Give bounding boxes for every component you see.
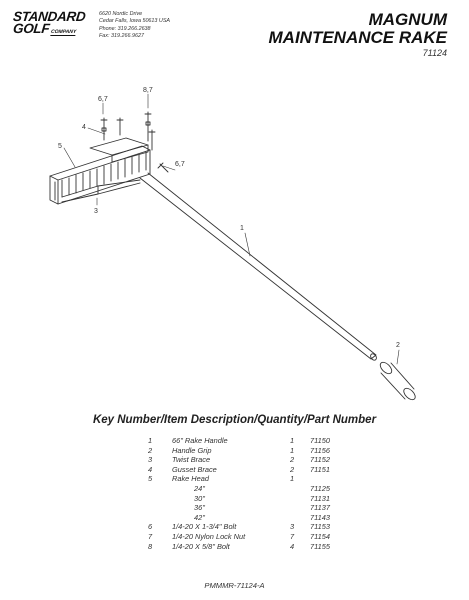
part-number: 71137: [310, 503, 331, 513]
part-description: Rake Head: [172, 474, 209, 484]
part-description: 1/4-20 X 1-3/4" Bolt: [172, 522, 237, 532]
part-number: 71150: [310, 436, 331, 445]
part-key: [148, 484, 172, 494]
parts-row: 7 1/4-20 Nylon Lock Nut 7 71154: [148, 532, 350, 542]
title-line-1: MAGNUM: [368, 10, 447, 29]
gusset-brace-drawing: [89, 137, 149, 163]
parts-row: 30" 71131: [148, 494, 350, 504]
part-key: [148, 503, 172, 513]
part-key: [148, 513, 172, 523]
part-key: 6: [148, 522, 153, 532]
part-key: [148, 494, 172, 504]
part-quantity: [290, 513, 310, 523]
part-number: 71153: [310, 522, 331, 532]
part-key: 2: [148, 445, 153, 455]
part-quantity: 7: [290, 531, 295, 541]
parts-row: 42" 71143: [148, 513, 350, 523]
parts-row: 8 1/4-20 X 5/8" Bolt 4 71155: [148, 542, 350, 552]
parts-row: 2 Handle Grip 1 71156: [148, 446, 350, 456]
callout-1: 1: [240, 225, 244, 232]
address-phone: Phone: 319.266.2638: [99, 25, 151, 32]
rake-head-drawing: [49, 145, 151, 205]
part-description: Gusset Brace: [172, 464, 217, 474]
callout-5: 5: [58, 143, 62, 150]
callout-4: 4: [82, 124, 86, 131]
document-title: MAGNUM MAINTENANCE RAKE 71124: [268, 10, 448, 59]
part-key: 1: [148, 436, 153, 445]
parts-row: 3 Twist Brace 2 71152: [148, 455, 350, 465]
part-key: 4: [148, 464, 153, 474]
rake-handle-drawing: [139, 172, 377, 361]
parts-row: 1 66" Rake Handle 1 71150: [148, 436, 350, 446]
parts-row: 36" 71137: [148, 503, 350, 513]
part-quantity: 3: [290, 522, 295, 532]
part-quantity: [290, 494, 310, 504]
part-number: 71131: [310, 493, 331, 503]
part-description: 42": [194, 512, 205, 522]
part-quantity: 1: [290, 474, 295, 484]
part-description: 24": [194, 483, 205, 493]
address-city: Cedar Falls, Iowa 50613 USA: [99, 18, 171, 25]
company-address: 6620 Nordic Drive Cedar Falls, Iowa 5061…: [99, 11, 170, 40]
part-description: 30": [194, 493, 205, 503]
part-quantity: 1: [290, 436, 295, 445]
callout-leaders: [63, 93, 400, 365]
callout-8-7: 8,7: [143, 87, 153, 94]
handle-grip-drawing: [379, 361, 416, 401]
rake-exploded-diagram: 1 2 3 4 5 6,7 8,7 6,7: [49, 87, 416, 401]
part-quantity: [290, 484, 310, 494]
callout-3: 3: [94, 208, 98, 215]
callout-6-7-top: 6,7: [98, 96, 108, 103]
part-number: 71143: [310, 512, 331, 522]
twist-brace-drawing: [61, 179, 141, 203]
part-description: 36": [194, 503, 205, 513]
callout-6-7-right: 6,7: [175, 161, 185, 168]
address-street: 6620 Nordic Drive: [99, 11, 143, 17]
parts-list-body: 1 66" Rake Handle 1 71150 2 Handle Grip 1 71156…: [148, 436, 350, 551]
part-description: Handle Grip: [172, 445, 212, 455]
parts-row: 6 1/4-20 X 1-3/4" Bolt 3 71153: [148, 522, 350, 532]
part-key: 7: [148, 531, 153, 541]
part-description: 1/4-20 Nylon Lock Nut: [172, 531, 246, 541]
part-key: 5: [148, 474, 153, 484]
part-quantity: 1: [290, 445, 295, 455]
parts-list-table: 1 66" Rake Handle 1 71150 2 Handle Grip 1 71156…: [148, 436, 350, 551]
address-fax: Fax: 319.266.9627: [99, 32, 144, 39]
title-part-number: 71124: [422, 48, 447, 58]
part-number: 71154: [310, 531, 331, 541]
part-description: Twist Brace: [172, 455, 211, 465]
part-quantity: 2: [290, 455, 295, 465]
parts-list-heading: Key Number/Item Description/Quantity/Par…: [92, 414, 377, 426]
part-number: 71155: [310, 541, 331, 551]
part-description: 66" Rake Handle: [172, 436, 228, 445]
part-description: 1/4-20 X 5/8" Bolt: [172, 541, 230, 551]
part-number: 71151: [310, 464, 331, 474]
parts-row: 5 Rake Head 1: [148, 474, 350, 484]
part-number: 71156: [310, 445, 331, 455]
part-key: 8: [148, 541, 153, 551]
parts-row: 4 Gusset Brace 2 71151: [148, 465, 350, 475]
title-line-2: MAINTENANCE RAKE: [268, 28, 448, 47]
part-number: 71152: [310, 455, 331, 465]
document-code: PMMMR-71124-A: [204, 581, 265, 590]
parts-row: 24" 71125: [148, 484, 350, 494]
part-quantity: 4: [290, 541, 295, 551]
callout-2: 2: [396, 342, 400, 349]
part-number: [310, 474, 350, 484]
bolt-hardware-drawing: [100, 111, 169, 173]
part-quantity: [290, 503, 310, 513]
part-key: 3: [148, 455, 153, 465]
part-number: 71125: [310, 483, 331, 493]
part-quantity: 2: [290, 464, 295, 474]
